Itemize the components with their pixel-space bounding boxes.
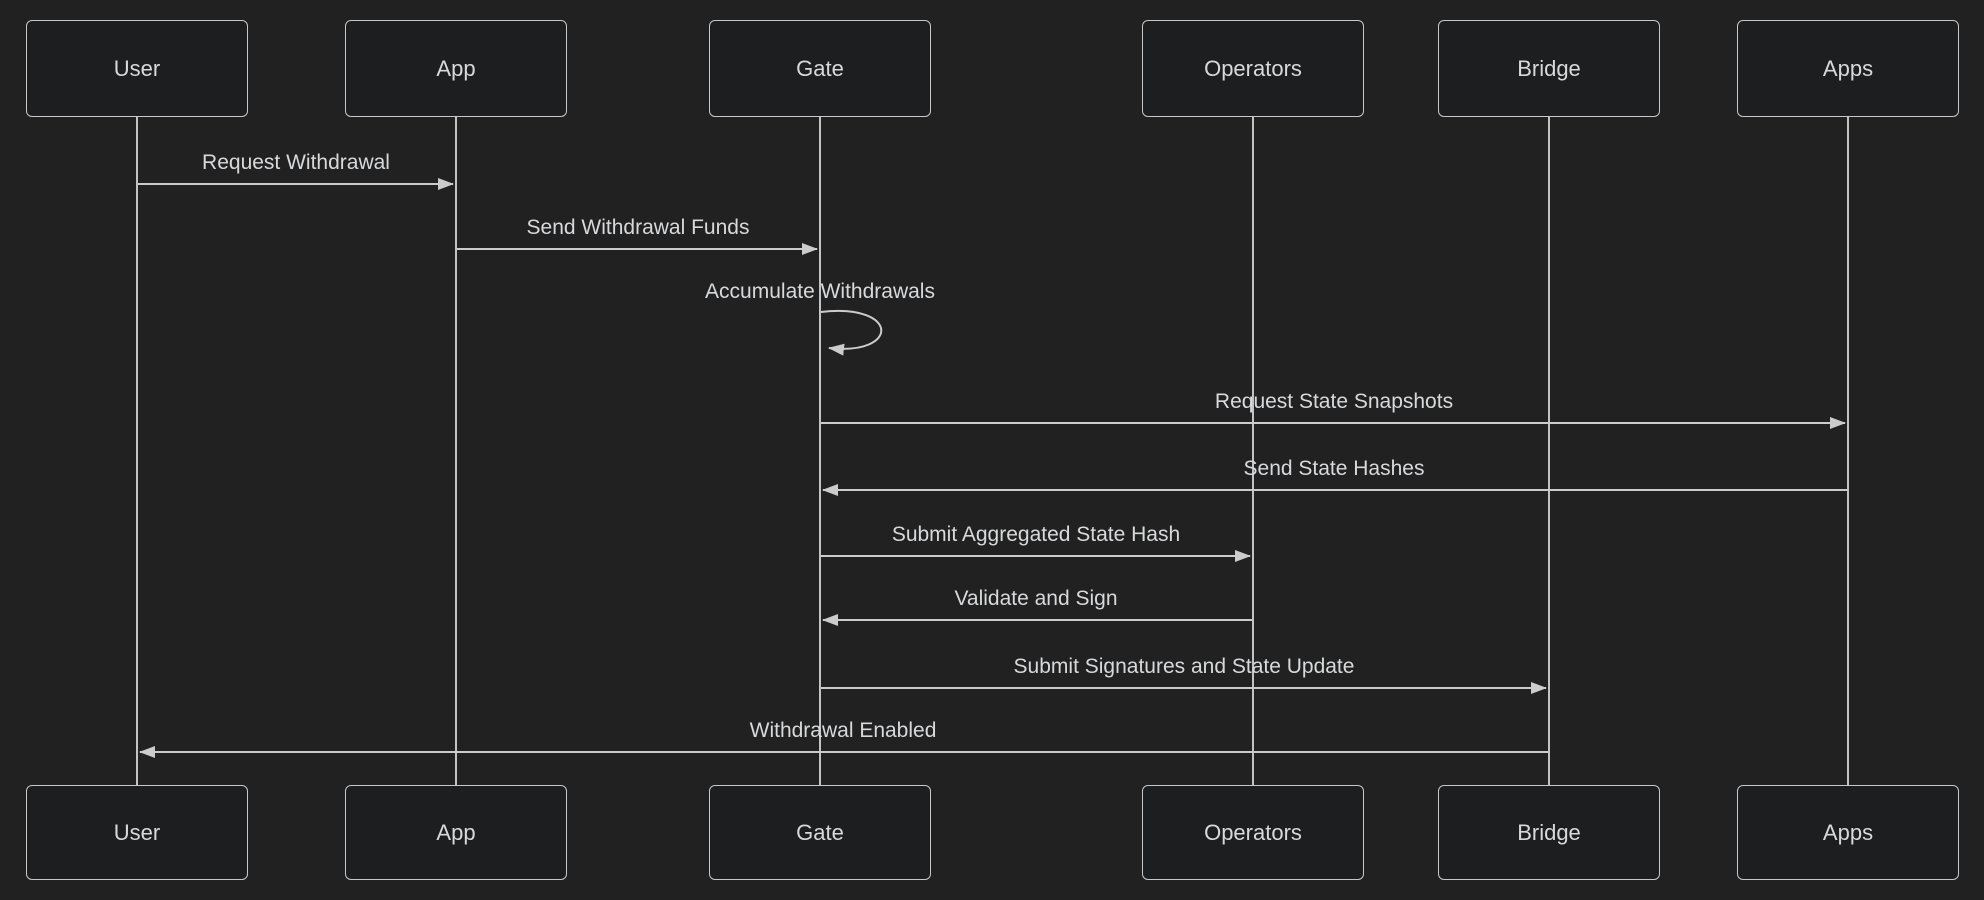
actor-bottom-user: User	[26, 785, 248, 880]
actor-label: Operators	[1204, 55, 1302, 81]
actor-label: User	[113, 55, 161, 81]
message-label-request-withdrawal: Request Withdrawal	[202, 151, 390, 174]
actor-label: Gate	[796, 819, 844, 845]
actor-top-app: App	[345, 20, 567, 117]
actor-label: App	[436, 819, 476, 845]
message-label-submit-aggregated-state-hash: Submit Aggregated State Hash	[891, 523, 1181, 546]
actor-bottom-bridge: Bridge	[1438, 785, 1660, 880]
actor-bottom-app: App	[345, 785, 567, 880]
actor-top-bridge: Bridge	[1438, 20, 1660, 117]
actor-label: Bridge	[1517, 55, 1581, 81]
message-arrow-accumulate-withdrawals-self-loop	[820, 309, 883, 356]
actor-bottom-apps: Apps	[1737, 785, 1959, 880]
actor-label: Gate	[796, 55, 844, 81]
actor-label: Bridge	[1517, 819, 1581, 845]
actor-label: User	[113, 819, 161, 845]
actor-top-apps: Apps	[1737, 20, 1959, 117]
actor-bottom-operators: Operators	[1142, 785, 1364, 880]
actor-top-operators: Operators	[1142, 20, 1364, 117]
actor-top-user: User	[26, 20, 248, 117]
message-label-accumulate-withdrawals: Accumulate Withdrawals	[705, 280, 935, 303]
actor-label: Apps	[1822, 55, 1874, 81]
actor-label: Apps	[1822, 819, 1874, 845]
actor-bottom-gate: Gate	[709, 785, 931, 880]
message-label-withdrawal-enabled: Withdrawal Enabled	[749, 719, 937, 742]
message-label-submit-signatures-and-state-update: Submit Signatures and State Update	[1013, 655, 1355, 678]
message-label-request-state-snapshots: Request State Snapshots	[1214, 390, 1454, 413]
message-label-send-state-hashes: Send State Hashes	[1243, 457, 1425, 480]
message-label-validate-and-sign: Validate and Sign	[954, 587, 1118, 610]
actor-top-gate: Gate	[709, 20, 931, 117]
message-label-send-withdrawal-funds: Send Withdrawal Funds	[526, 216, 750, 239]
actor-label: Operators	[1204, 819, 1302, 845]
actor-label: App	[436, 55, 476, 81]
